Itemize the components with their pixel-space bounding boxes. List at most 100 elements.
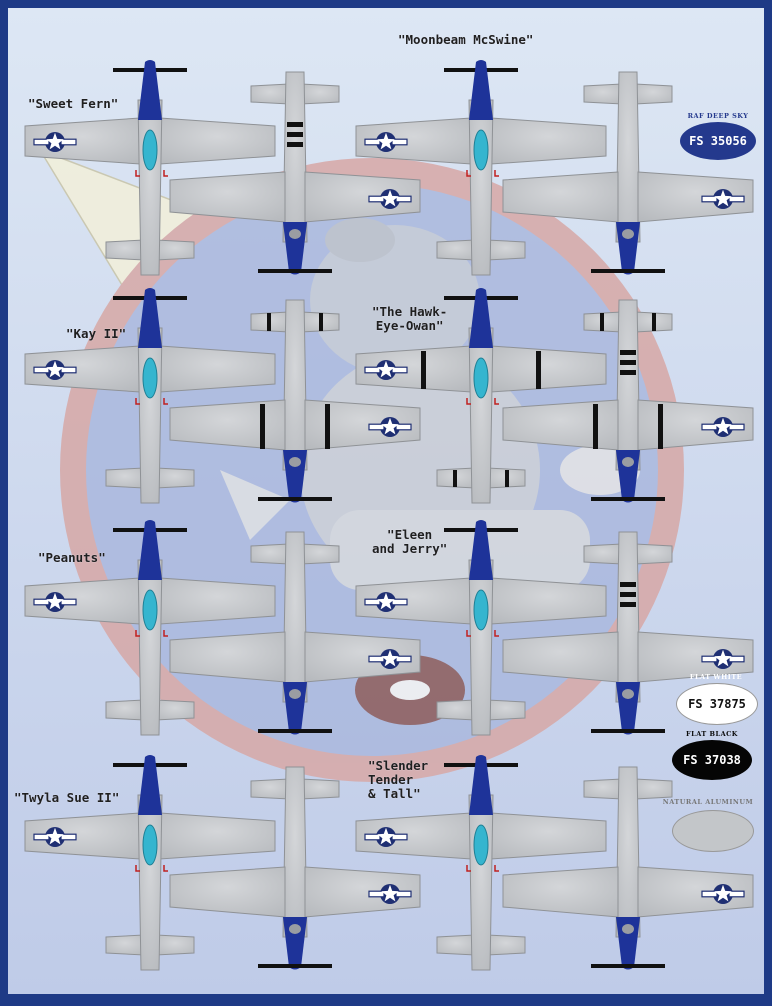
blue-nose (616, 682, 640, 735)
left-stabilizer (105, 934, 145, 956)
right-stabilizer (155, 934, 195, 956)
right-wing (159, 345, 276, 393)
invasion-stripe (453, 470, 457, 487)
blue-nose (283, 222, 307, 275)
insignia-bar (728, 890, 745, 898)
canopy (142, 589, 158, 631)
insignia-bar (368, 195, 385, 203)
fuselage (282, 766, 308, 938)
radiator-scoop (622, 924, 634, 934)
invasion-stripe (421, 351, 426, 389)
insignia-bar (60, 598, 77, 606)
right-wing (637, 866, 754, 918)
aircraft-top-view (24, 755, 276, 971)
red-marking (135, 170, 140, 177)
swatch-caption-raf-deep-sky: RAF DEEP SKY (687, 112, 749, 120)
insignia-bar (395, 655, 412, 663)
emblem-character-goggles (325, 218, 395, 262)
aircraft-under-view (502, 299, 754, 503)
swatch-code-raf-deep-sky: FS 35056 (689, 134, 747, 148)
radiator-scoop (289, 689, 301, 699)
insignia-bar (368, 655, 385, 663)
aircraft-under-view (502, 531, 754, 735)
right-stabilizer (300, 83, 340, 105)
swatch-caption-natural-aluminum: NATURAL ALUMINUM (662, 798, 754, 806)
fuselage (615, 71, 641, 243)
fuselage-stripe (287, 132, 303, 137)
red-marking (135, 630, 140, 637)
canopy (473, 589, 489, 631)
aircraft-under-view (169, 531, 421, 735)
propeller (591, 269, 665, 273)
propeller (258, 497, 332, 501)
insignia-star (46, 827, 64, 845)
propeller (591, 729, 665, 733)
blue-nose (138, 755, 162, 815)
aircraft-top-view (355, 60, 607, 276)
red-marking (135, 398, 140, 405)
insignia-bar (368, 890, 385, 898)
fuselage (468, 327, 494, 504)
propeller (258, 964, 332, 968)
canopy (142, 129, 158, 171)
insignia-bar (395, 195, 412, 203)
blue-nose (138, 288, 162, 348)
insignia-star (381, 417, 399, 435)
blue-nose (138, 520, 162, 580)
label-peanuts: "Peanuts" (38, 550, 106, 565)
fuselage-stripe (287, 122, 303, 127)
red-marking (494, 398, 499, 405)
right-stabilizer (633, 778, 673, 800)
left-stabilizer (105, 467, 145, 489)
label-eleen-and-jerry: "Eleen and Jerry" (372, 527, 448, 556)
insignia-star (381, 189, 399, 207)
insignia-bar (728, 423, 745, 431)
insignia-star (377, 360, 395, 378)
label-slender-tender-tall: "Slender Tender & Tall" (368, 758, 429, 801)
insignia-star (377, 132, 395, 150)
right-stabilizer (300, 778, 340, 800)
aircraft-under-view (169, 299, 421, 503)
red-marking (494, 630, 499, 637)
swatch-flat-black: FS 37038 (672, 740, 752, 780)
blue-nose (469, 288, 493, 348)
right-wing (304, 171, 421, 223)
propeller (258, 729, 332, 733)
aircraft-under-view (502, 766, 754, 970)
right-wing (159, 117, 276, 165)
swatch-code-flat-black: FS 37038 (683, 753, 741, 767)
label-moonbeam-mcswine: "Moonbeam McSwine" (398, 32, 534, 47)
aircraft-under-view (169, 766, 421, 970)
insignia-bar (701, 890, 718, 898)
insignia-bar (728, 195, 745, 203)
left-wing (169, 399, 286, 451)
radiator-scoop (622, 457, 634, 467)
insignia-star (714, 884, 732, 902)
label-kay-ii: "Kay II" (66, 326, 127, 341)
red-marking (163, 170, 168, 177)
swatch-natural-aluminum (672, 810, 754, 852)
fuselage (615, 299, 641, 471)
right-stabilizer (486, 239, 526, 261)
insignia-bar (395, 423, 412, 431)
label-sweet-fern: "Sweet Fern" (28, 96, 119, 111)
blue-nose (283, 450, 307, 503)
insignia-bar (391, 598, 408, 606)
emblem-character-arm (330, 510, 590, 590)
red-marking (494, 865, 499, 872)
radiator-scoop (622, 229, 634, 239)
left-stabilizer (250, 778, 290, 800)
left-wing (502, 399, 619, 451)
invasion-stripe (319, 313, 323, 331)
emblem-shoe-highlight (390, 680, 430, 700)
radiator-scoop (289, 229, 301, 239)
blue-nose (138, 60, 162, 120)
blue-nose (616, 222, 640, 275)
fuselage (468, 99, 494, 276)
invasion-stripe (505, 470, 509, 487)
aircraft-top-view (24, 288, 276, 504)
left-stabilizer (583, 778, 623, 800)
right-stabilizer (155, 239, 195, 261)
radiator-scoop (289, 924, 301, 934)
insignia-star (381, 649, 399, 667)
